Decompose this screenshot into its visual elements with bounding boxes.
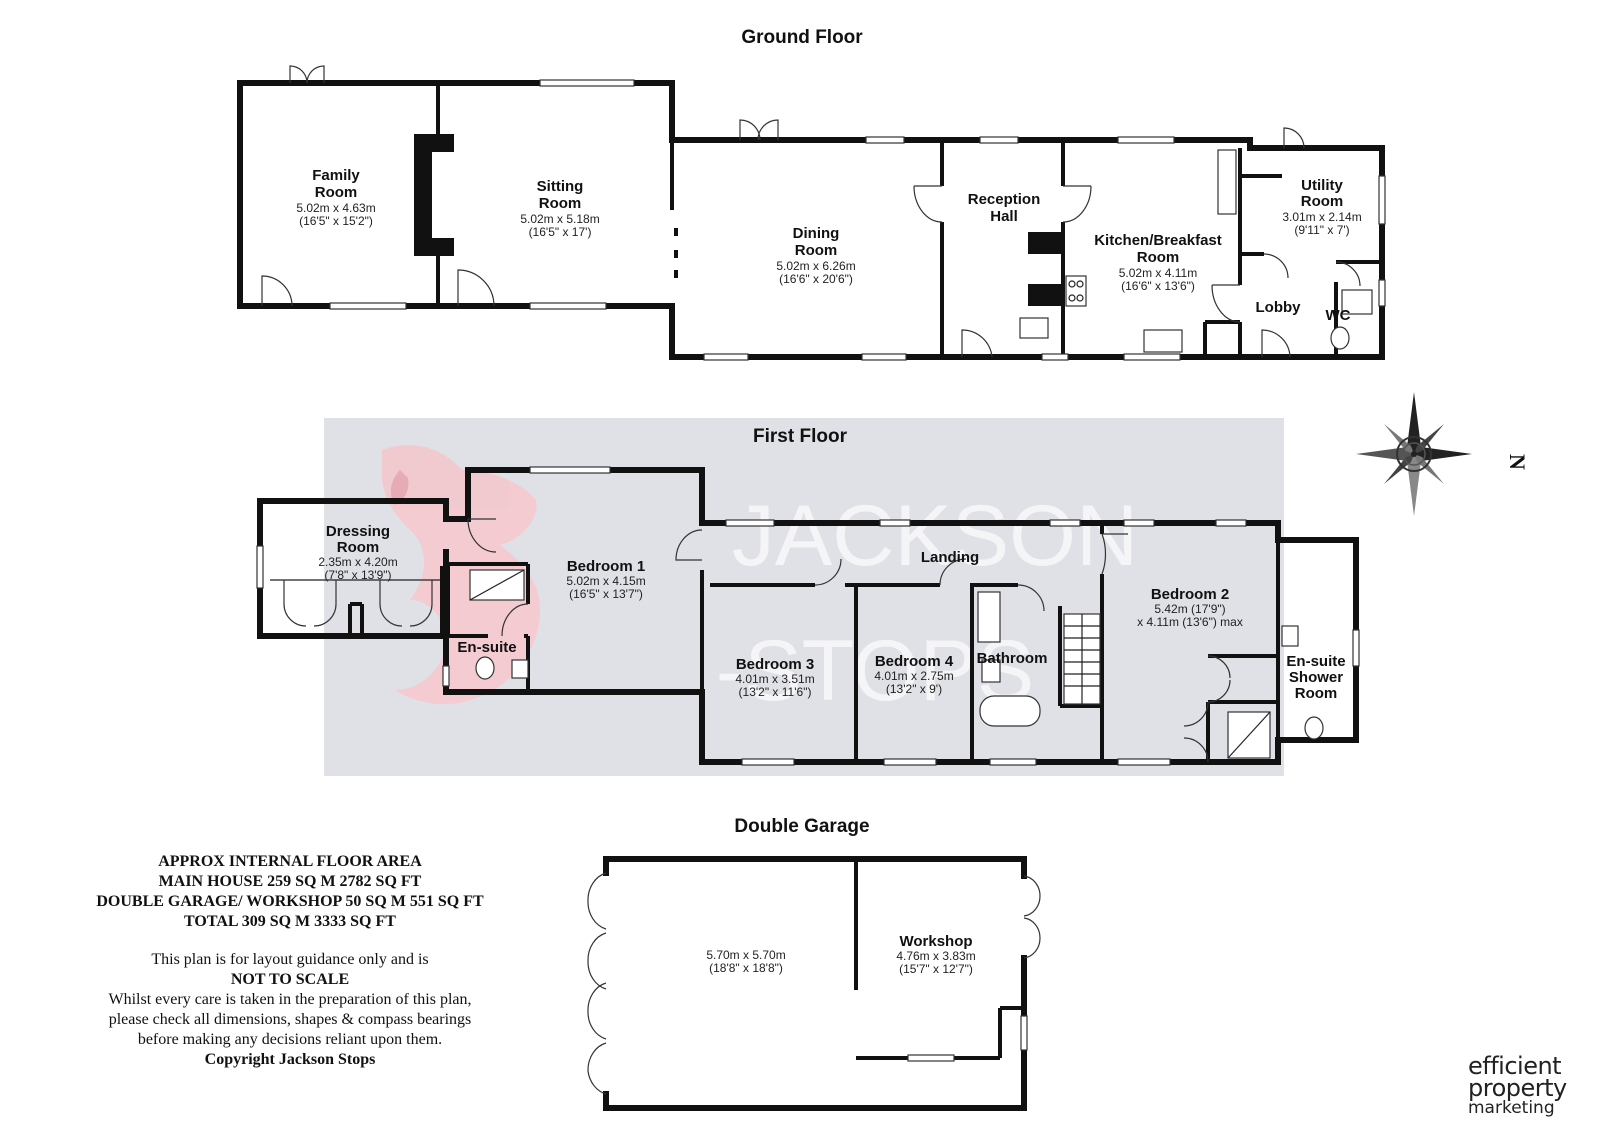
dressing-room-name-2: Room: [337, 539, 380, 556]
garage-metric: 5.70m x 5.70m: [706, 948, 785, 962]
bedroom-4-metric: 4.01m x 2.75m: [874, 669, 953, 683]
sitting-room-name: Sitting: [537, 178, 584, 195]
first-room-labels: Dressing Room 2.35m x 4.20m (7'8" x 13'9…: [318, 523, 1345, 702]
bedroom-3-metric: 4.01m x 3.51m: [735, 672, 814, 686]
area-line-3: DOUBLE GARAGE/ WORKSHOP 50 SQ M 551 SQ F…: [96, 893, 484, 910]
workshop-imperial: (15'7" x 12'7"): [899, 962, 973, 976]
dining-room-metric: 5.02m x 6.26m: [776, 259, 855, 273]
sitting-room-name-2: Room: [539, 195, 582, 212]
dressing-room-imperial: (7'8" x 13'9"): [324, 568, 391, 582]
bedroom-1-imperial: (16'5" x 13'7"): [569, 587, 643, 601]
area-line-2: MAIN HOUSE 259 SQ M 2782 SQ FT: [158, 873, 422, 890]
garage-plan: [587, 856, 1041, 1111]
bathroom-name: Bathroom: [977, 650, 1048, 667]
garage-imperial: (18'8" x 18'8"): [709, 961, 783, 975]
kitchen-name-2: Room: [1137, 249, 1180, 266]
brand-line-1: efficient: [1468, 1052, 1562, 1080]
bedroom-3-name: Bedroom 3: [736, 656, 814, 673]
bedroom-1-name: Bedroom 1: [567, 558, 645, 575]
dining-room-name: Dining: [793, 225, 840, 242]
ground-floor-outer-wall: [237, 80, 1385, 360]
bedroom-3-imperial: (13'2" x 11'6"): [739, 685, 812, 699]
reception-hall-name: Reception: [968, 191, 1041, 208]
watermark-line-1: JACKSON: [732, 488, 1138, 584]
bedroom-2-name: Bedroom 2: [1151, 586, 1229, 603]
ground-floor-plan: [237, 65, 1386, 361]
bedroom-1-metric: 5.02m x 4.15m: [566, 574, 645, 588]
bedroom-4-imperial: (13'2" x 9'): [886, 682, 942, 696]
utility-room-imperial: (9'11" x 7'): [1294, 223, 1349, 237]
dressing-room-name: Dressing: [326, 523, 390, 540]
efficient-property-marketing-logo: efficient property marketing: [1468, 1052, 1592, 1118]
area-line-1: APPROX INTERNAL FLOOR AREA: [158, 853, 422, 870]
brand-line-3: marketing: [1468, 1098, 1555, 1118]
kitchen-name: Kitchen/Breakfast: [1094, 232, 1222, 249]
family-room-name-2: Room: [315, 184, 358, 201]
bedroom-2-line-1: 5.42m (17'9"): [1154, 602, 1225, 616]
disclaimer-not-to-scale: NOT TO SCALE: [230, 971, 350, 988]
utility-room-name-2: Room: [1301, 193, 1344, 210]
brand-line-2: property: [1468, 1074, 1567, 1102]
workshop-metric: 4.76m x 3.83m: [896, 949, 975, 963]
compass-rose: [1356, 392, 1472, 516]
dining-room-name-2: Room: [795, 242, 838, 259]
landing-name: Landing: [921, 549, 979, 566]
disclaimer-line-5: before making any decisions reliant upon…: [137, 1031, 443, 1048]
reception-hall-name-2: Hall: [990, 208, 1018, 225]
area-line-4: TOTAL 309 SQ M 3333 SQ FT: [184, 913, 396, 930]
bedroom-2-line-2: x 4.11m (13'6") max: [1137, 615, 1243, 629]
ensuite-shower-name-3: Room: [1295, 685, 1338, 702]
first-floor-plan: [256, 466, 1360, 766]
compass-north-label: N: [1505, 454, 1530, 470]
bedroom-4-name: Bedroom 4: [875, 653, 954, 670]
double-garage-title: Double Garage: [734, 816, 869, 837]
disclaimer-line-3: Whilst every care is taken in the prepar…: [108, 991, 472, 1008]
garage-labels: 5.70m x 5.70m (18'8" x 18'8") Workshop 4…: [706, 933, 975, 976]
copyright-line: Copyright Jackson Stops: [204, 1051, 376, 1068]
kitchen-metric: 5.02m x 4.11m: [1119, 266, 1197, 280]
floor-area-notes: APPROX INTERNAL FLOOR AREA MAIN HOUSE 25…: [40, 852, 540, 1070]
first-floor-title: First Floor: [753, 426, 848, 447]
lobby-name: Lobby: [1256, 299, 1302, 316]
sitting-room-metric: 5.02m x 5.18m: [520, 212, 599, 226]
disclaimer-line-1: This plan is for layout guidance only an…: [151, 951, 429, 968]
utility-room-name: Utility: [1301, 177, 1343, 194]
sitting-room-imperial: (16'5" x 17'): [529, 225, 592, 239]
ensuite-name: En-suite: [457, 639, 516, 656]
ground-room-labels: Family Room 5.02m x 4.63m (16'5" x 15'2"…: [296, 167, 1361, 324]
ensuite-shower-name-2: Shower: [1289, 669, 1343, 686]
disclaimer-line-4: please check all dimensions, shapes & co…: [108, 1011, 472, 1028]
family-room-metric: 5.02m x 4.63m: [296, 201, 375, 215]
workshop-name: Workshop: [899, 933, 972, 950]
wc-name: WC: [1326, 307, 1351, 324]
ensuite-shower-name: En-suite: [1286, 653, 1345, 670]
utility-room-metric: 3.01m x 2.14m: [1282, 210, 1361, 224]
dressing-room-metric: 2.35m x 4.20m: [318, 555, 397, 569]
family-room-name: Family: [312, 167, 360, 184]
family-room-imperial: (16'5" x 15'2"): [299, 214, 373, 228]
dining-room-imperial: (16'6" x 20'6"): [779, 272, 853, 286]
kitchen-imperial: (16'6" x 13'6"): [1121, 279, 1195, 293]
disclaimer: This plan is for layout guidance only an…: [40, 950, 540, 1070]
ground-floor-title: Ground Floor: [741, 27, 863, 48]
